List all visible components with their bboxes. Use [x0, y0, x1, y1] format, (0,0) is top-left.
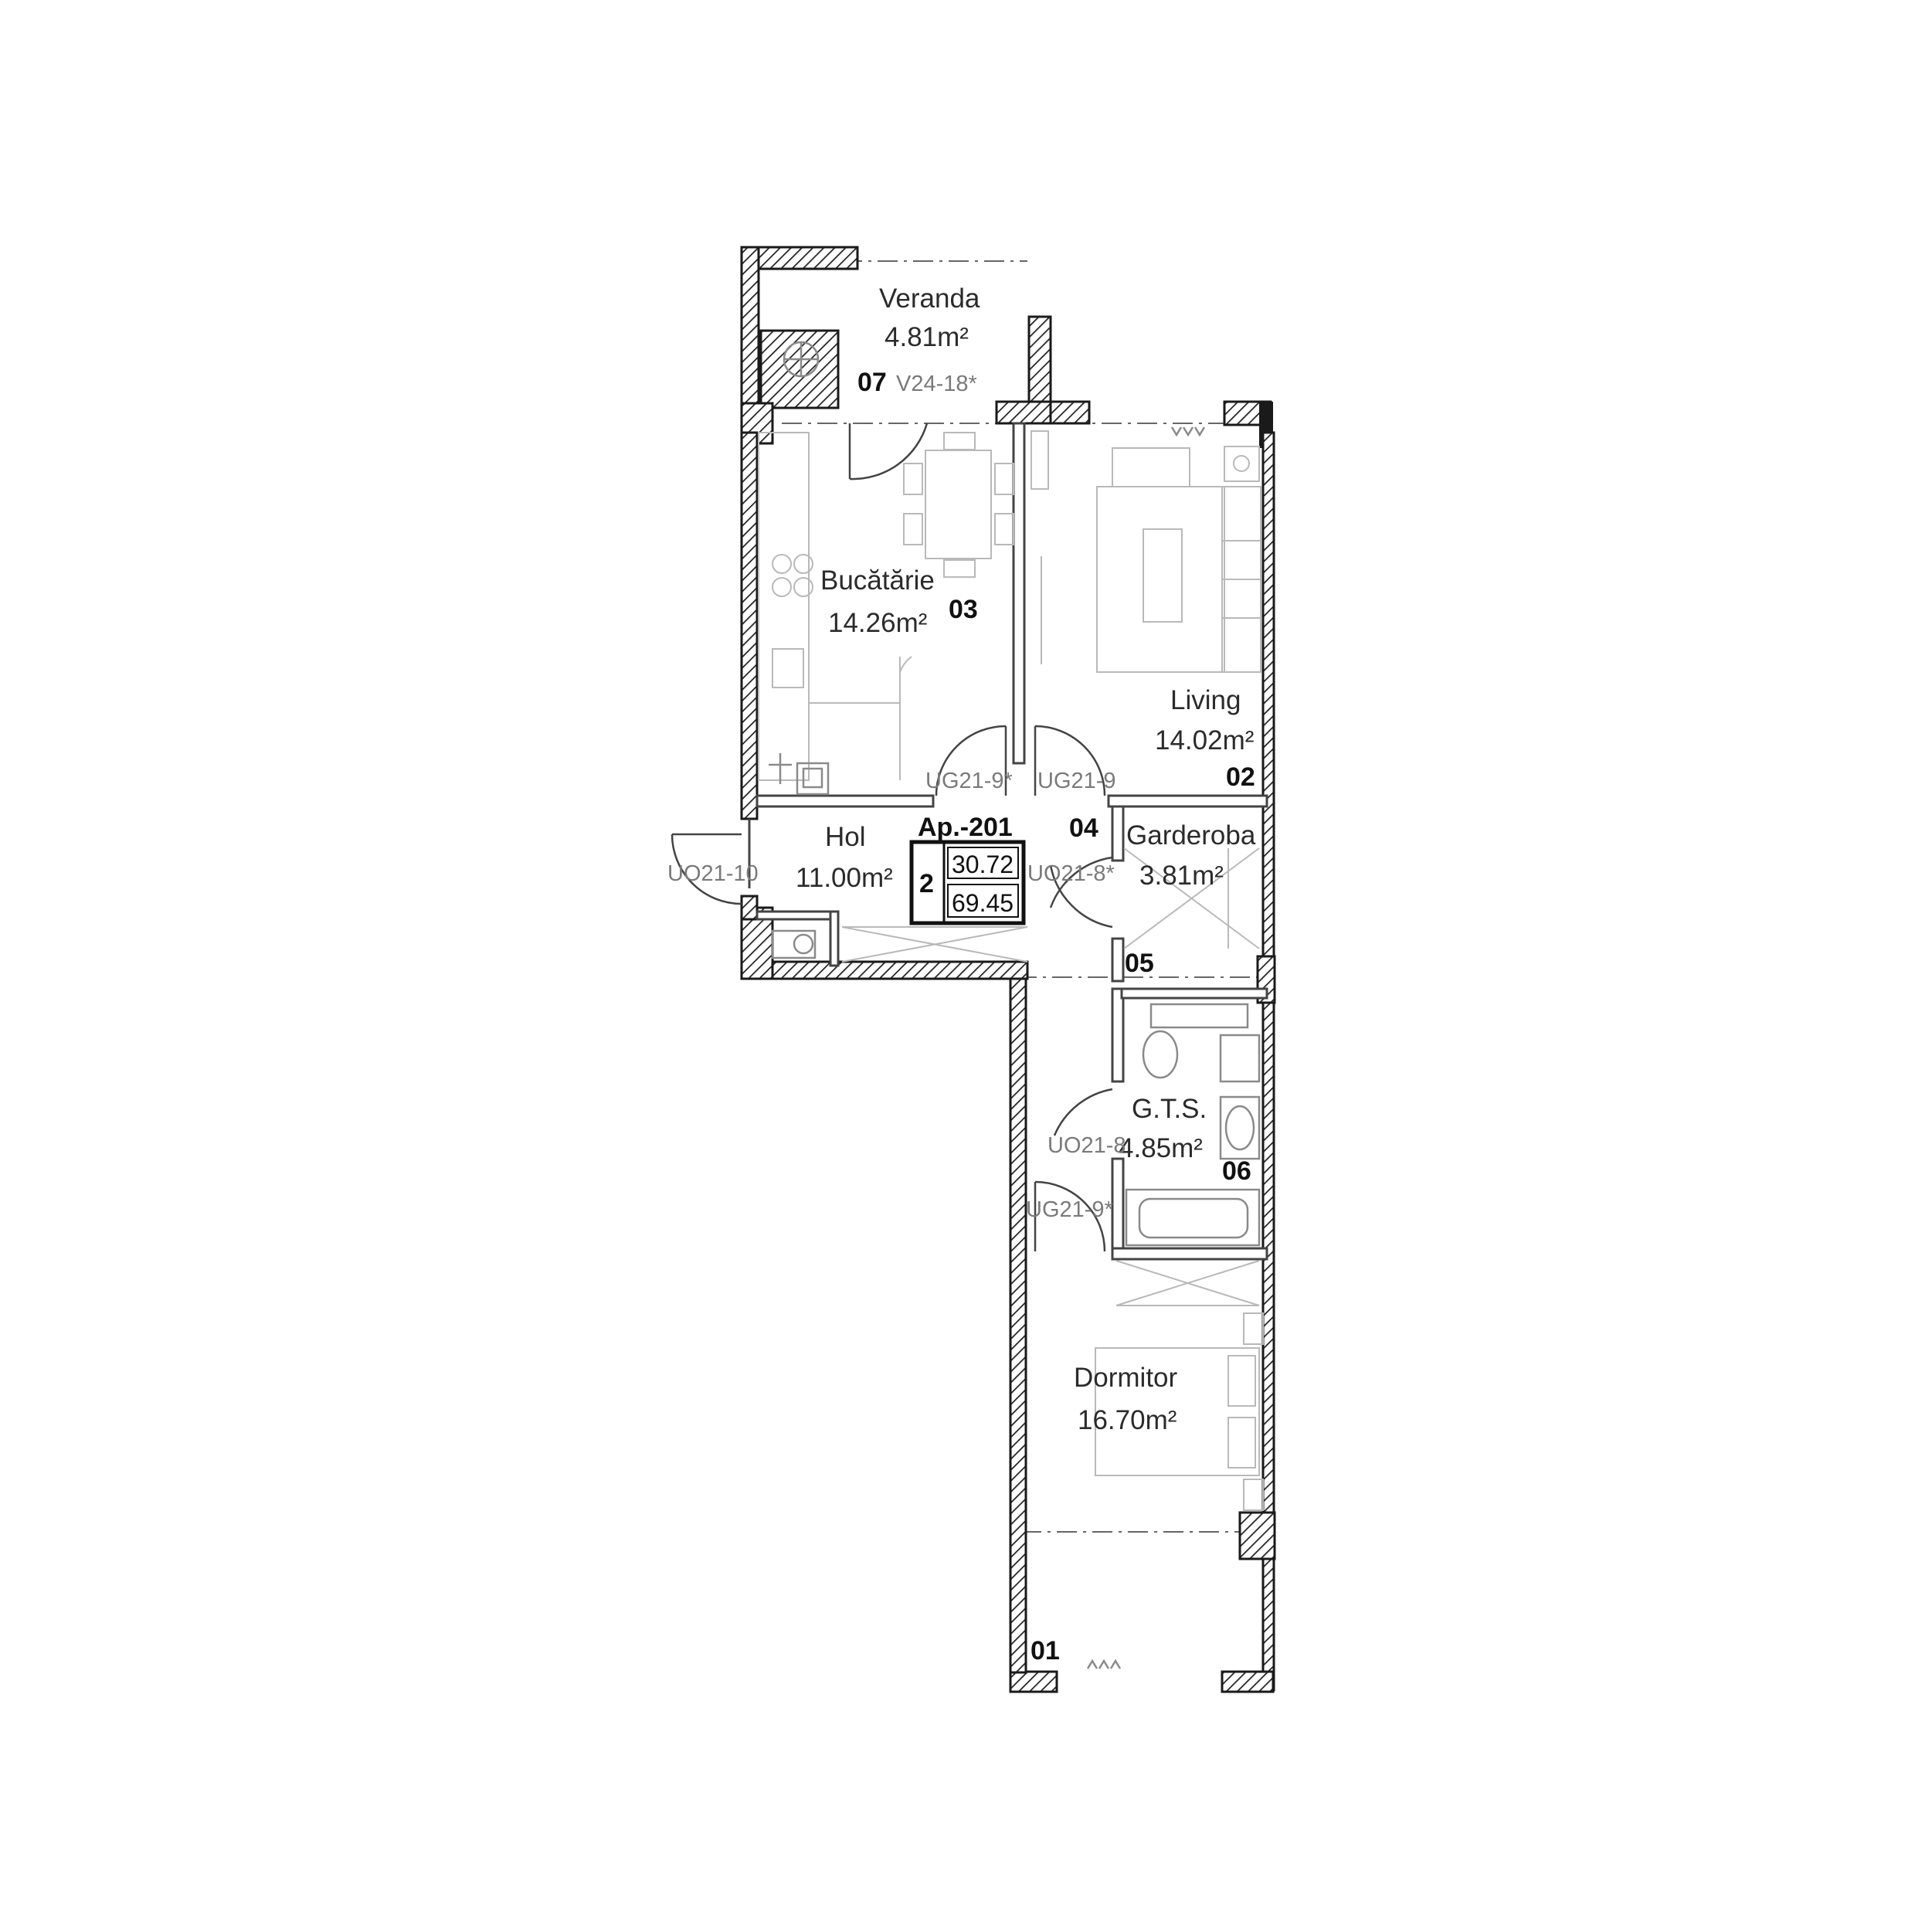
rooms-count: 2 — [919, 869, 934, 898]
room-labels: Veranda 4.81m² 07 Bucătărie 14.26m² 03 L… — [796, 284, 1256, 1665]
room-number-living: 02 — [1226, 762, 1255, 792]
room-area-garderoba: 3.81m² — [1139, 861, 1224, 891]
room-number-gts: 06 — [1222, 1156, 1251, 1186]
room-name-gts: G.T.S. — [1132, 1094, 1207, 1124]
interior-walls — [748, 422, 1268, 1261]
door-swings — [671, 423, 1113, 1252]
door-labels: V24-18* UG21-9* UG21-9 UO21-10 UO21-8* U… — [667, 372, 1126, 1222]
room-area-dormitor: 16.70m² — [1078, 1405, 1177, 1435]
furniture — [758, 341, 1264, 1669]
door-label-kitchen: UG21-9* — [925, 769, 1013, 793]
room-area-living: 14.02m² — [1155, 725, 1254, 755]
apartment-code: Ap.-201 — [918, 813, 1013, 842]
living-area-value: 30.72 — [952, 851, 1014, 878]
window-label-veranda: V24-18* — [896, 372, 977, 396]
room-number-bucatarie: 03 — [949, 595, 978, 624]
room-number-dormitor: 01 — [1031, 1636, 1060, 1665]
door-label-dormitor: UG21-9* — [1026, 1197, 1113, 1222]
door-label-living: UG21-9 — [1037, 769, 1116, 793]
room-name-living: Living — [1170, 685, 1241, 715]
exterior-walls — [740, 246, 1276, 1693]
room-name-bucatarie: Bucătărie — [820, 565, 935, 596]
room-name-garderoba: Garderoba — [1126, 820, 1256, 851]
door-label-garderoba: UO21-8* — [1027, 861, 1115, 886]
door-label-entrance: UO21-10 — [667, 861, 759, 886]
door-label-gts: UO21-8 — [1047, 1133, 1126, 1158]
apartment-info: Ap.-201 2 30.72 69.45 — [909, 813, 1026, 925]
room-area-veranda: 4.81m² — [885, 322, 969, 352]
room-number-hol: 04 — [1069, 813, 1098, 843]
room-name-dormitor: Dormitor — [1074, 1363, 1178, 1393]
room-area-bucatarie: 14.26m² — [828, 608, 927, 638]
room-number-veranda: 07 — [857, 368, 887, 397]
room-area-gts: 4.85m² — [1119, 1133, 1203, 1163]
total-area-value: 69.45 — [952, 889, 1014, 917]
room-number-garderoba: 05 — [1125, 949, 1154, 978]
room-area-hol: 11.00m² — [796, 863, 893, 893]
room-name-hol: Hol — [825, 822, 866, 852]
room-name-veranda: Veranda — [879, 284, 980, 314]
